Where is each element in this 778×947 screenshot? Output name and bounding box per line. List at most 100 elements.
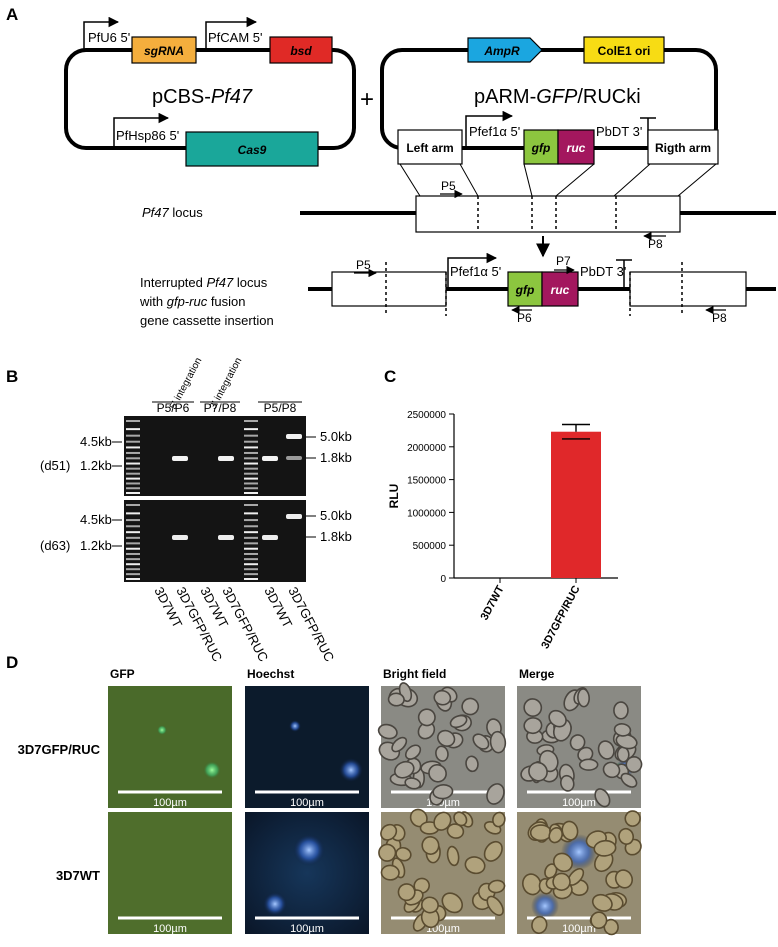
rbc-cell xyxy=(453,811,468,827)
rbc-cell xyxy=(569,734,586,751)
size-left-bottom-1: 1.2kb xyxy=(80,458,112,473)
sgrna-label: sgRNA xyxy=(144,44,184,58)
gfp-box-2 xyxy=(507,271,543,307)
rbc-cell xyxy=(531,915,548,935)
rbc-cell xyxy=(486,783,505,805)
size-left-bottom-2: 1.2kb xyxy=(80,538,112,553)
panel-label-c: C xyxy=(384,367,396,386)
day-d51: (d51) xyxy=(40,458,70,473)
rbc-cell xyxy=(548,827,563,844)
scale-bar-label: 100µm xyxy=(290,923,324,935)
ladder-left-top-band xyxy=(126,451,140,454)
ladder-mid-top-band xyxy=(244,440,258,443)
ruc-box-2 xyxy=(541,271,579,307)
primer-p8-label: P8 xyxy=(648,237,663,251)
band-p5p8-wt-d63 xyxy=(262,535,278,540)
scale-bar-label: 100µm xyxy=(290,797,324,809)
pfhsp86-label: PfHsp86 5' xyxy=(116,128,179,143)
homology-lines xyxy=(399,163,717,197)
rbc-cell xyxy=(618,827,635,845)
rbc-cell xyxy=(437,729,456,747)
pbdt-label: PbDT 3' xyxy=(596,124,642,139)
size-right-bottom-1: 1.8kb xyxy=(320,450,352,465)
col-label-p5p6: P5/P6 xyxy=(157,401,190,415)
ladder-mid-bottom-band xyxy=(244,552,258,555)
y-tick-label-3: 1500000 xyxy=(407,476,446,487)
rbc-cell xyxy=(404,777,422,790)
rbc-cell xyxy=(483,840,503,862)
gfp-label-2: gfp xyxy=(515,283,535,297)
gfp-signal xyxy=(157,725,167,735)
interrupted-line3: gene cassette insertion xyxy=(140,313,274,328)
ruc-label-2: ruc xyxy=(551,283,570,297)
rbc-cell xyxy=(465,755,479,773)
ladder-left-bottom-band xyxy=(126,512,140,515)
ladder-left-top-band xyxy=(126,457,140,460)
micrograph-1-0: 100µm xyxy=(108,812,232,934)
right-arm-label: Rigth arm xyxy=(655,141,711,155)
rbc-cell xyxy=(446,823,465,839)
cas9-label: Cas9 xyxy=(238,143,267,157)
ladder-left-bottom-band xyxy=(126,578,140,580)
primer-p5-label: P5 xyxy=(441,179,456,193)
ladder-mid-top-band xyxy=(244,428,258,431)
size-right-bottom-2: 1.8kb xyxy=(320,529,352,544)
pf47-locus-label: Pf47 locus xyxy=(142,205,203,220)
ladder-mid-bottom-band xyxy=(244,519,258,522)
rbc-cell xyxy=(577,688,590,708)
ladder-left-top-band xyxy=(126,477,140,480)
scale-bar-label: 100µm xyxy=(562,797,596,809)
micrograph-0-1: 100µm xyxy=(245,686,369,809)
plasmid-pcbs: PfU6 5' sgRNA PfCAM 5' bsd pCBS-Pf47 PfH… xyxy=(64,16,356,167)
ladder-mid-top-band xyxy=(244,446,258,449)
interrupted-locus: Interrupted Pf47 locus with gfp-ruc fusi… xyxy=(139,252,776,328)
size-right-top-1: 5.0kb xyxy=(320,429,352,444)
cole1-label: ColE1 ori xyxy=(598,44,651,58)
rlu-bar-chart: 05000001000000150000020000002500000RLU3D… xyxy=(387,410,618,651)
col-label-p7p8: P7/P8 xyxy=(204,401,237,415)
ladder-mid-bottom-band xyxy=(244,531,258,534)
col-label-p5p8: P5/P8 xyxy=(264,401,297,415)
pfcam-label: PfCAM 5' xyxy=(208,30,263,45)
rbc-cell xyxy=(529,824,553,842)
interrupted-left-box xyxy=(331,271,447,307)
ladder-mid-top-band xyxy=(244,420,258,422)
rbc-cell xyxy=(578,758,599,771)
pf47-gene-box xyxy=(415,195,681,233)
right-arm-box xyxy=(647,129,719,165)
band-p5p8-wt-d51 xyxy=(262,456,278,461)
band-p5p8-gfp-large-d51 xyxy=(286,434,302,439)
interrupted-line1: Interrupted Pf47 locus xyxy=(140,275,268,290)
rbc-cell xyxy=(433,811,452,831)
cas9-box xyxy=(185,131,319,167)
ladder-mid-top-band xyxy=(244,467,258,470)
rbc-cell xyxy=(428,763,447,783)
ladder-left-top-band xyxy=(126,487,140,490)
ladder-left-top-band xyxy=(126,467,140,470)
y-tick-label-4: 2000000 xyxy=(407,443,446,454)
plasmid-pcbs-name: pCBS-Pf47 xyxy=(152,86,253,108)
rbc-cell xyxy=(602,761,621,779)
pfhsp86-promoter-arrow xyxy=(113,112,170,148)
micrograph-0-0: 100µm xyxy=(108,686,232,808)
rbc-cell xyxy=(380,823,398,841)
x-tick-label-0: 3D7WT xyxy=(479,584,507,623)
rbc-cell xyxy=(613,701,629,720)
pfef1a-promoter-arrow-2 xyxy=(447,252,498,289)
band-p5p6-gfp-d51 xyxy=(172,456,188,461)
primer-p7-label: P7 xyxy=(556,254,571,268)
rbc-cell xyxy=(464,856,486,875)
gfp-signal xyxy=(203,761,221,779)
agarose-gel xyxy=(124,416,306,582)
rbc-cell xyxy=(432,784,454,800)
rbc-cell xyxy=(391,736,408,753)
ladder-mid-top-band xyxy=(244,451,258,454)
primer-p8-label-2: P8 xyxy=(712,311,727,325)
band-p5p8-gfp-large-d63 xyxy=(286,514,302,519)
ladder-left-top-band xyxy=(126,428,140,431)
hoechst-signal xyxy=(293,834,325,866)
ladder-left-bottom-band xyxy=(126,558,140,561)
band-p5p6-gfp-d63 xyxy=(172,535,188,540)
hoechst-background xyxy=(245,812,369,934)
ladder-left-bottom-band xyxy=(126,563,140,566)
